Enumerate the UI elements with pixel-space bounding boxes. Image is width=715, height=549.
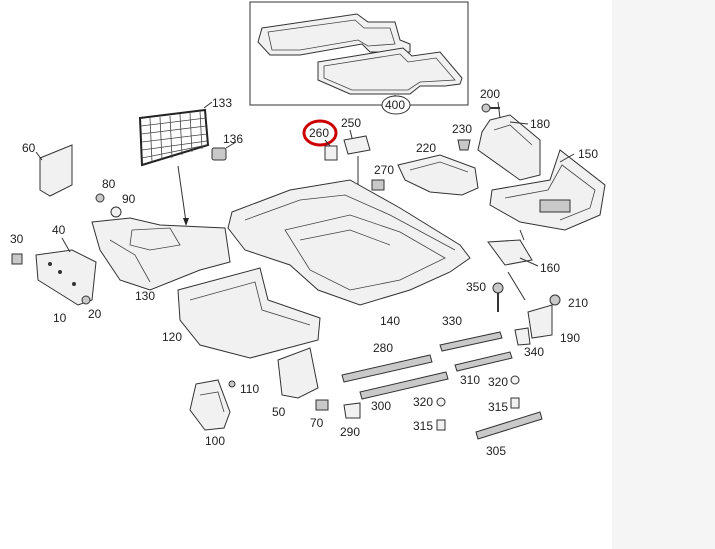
clip-110: 110 bbox=[228, 380, 259, 396]
clip-70: 70 bbox=[310, 399, 329, 430]
clips-320-315-left: 320 315 bbox=[413, 395, 446, 433]
clip-136: 136 bbox=[211, 132, 243, 161]
callout-315-left: 315 bbox=[413, 419, 433, 433]
highlight-ring bbox=[302, 119, 338, 147]
part-260-shape bbox=[324, 145, 338, 161]
callout-10: 10 bbox=[53, 311, 67, 325]
callout-210: 210 bbox=[568, 296, 588, 310]
callout-70: 70 bbox=[310, 416, 324, 430]
bracket-190: 190 bbox=[527, 304, 580, 345]
sill-280: 280 bbox=[341, 341, 433, 383]
fasteners-80-90: 80 90 bbox=[95, 177, 136, 218]
part-260-highlighted: 260 bbox=[302, 119, 338, 161]
panel-60: 60 bbox=[22, 141, 73, 197]
floor-mat-inset: 400 bbox=[249, 1, 469, 115]
callout-290: 290 bbox=[340, 425, 360, 439]
callout-30: 30 bbox=[10, 232, 24, 246]
callout-260: 260 bbox=[309, 126, 329, 140]
callout-200: 200 bbox=[480, 87, 500, 101]
callout-160: 160 bbox=[540, 261, 560, 275]
callout-300: 300 bbox=[371, 399, 391, 413]
panel-50: 50 bbox=[272, 347, 319, 419]
clip-290: 290 bbox=[340, 402, 361, 439]
panel-160: 160 bbox=[487, 229, 560, 275]
callout-340: 340 bbox=[524, 345, 544, 359]
front-floor-mat bbox=[257, 13, 411, 56]
callout-110: 110 bbox=[240, 382, 259, 396]
screw-350: 350 bbox=[466, 271, 526, 312]
callout-270: 270 bbox=[374, 163, 394, 177]
callout-350: 350 bbox=[466, 280, 486, 294]
liner-40: 40 bbox=[35, 223, 97, 306]
callout-320-right: 320 bbox=[488, 375, 508, 389]
sill-330: 330 bbox=[439, 314, 503, 352]
callout-320-left: 320 bbox=[413, 395, 433, 409]
callout-140: 140 bbox=[380, 314, 400, 328]
callout-133: 133 bbox=[212, 96, 232, 110]
callout-100: 100 bbox=[205, 434, 225, 448]
cargo-net: 133 bbox=[138, 96, 232, 226]
callout-190: 190 bbox=[560, 331, 580, 345]
callout-136: 136 bbox=[223, 132, 243, 146]
callout-130: 130 bbox=[135, 289, 155, 303]
nut-210: 210 bbox=[549, 294, 588, 310]
sill-300: 300 bbox=[359, 371, 449, 413]
callout-220: 220 bbox=[416, 141, 436, 155]
callout-80: 80 bbox=[102, 177, 116, 191]
right-margin-band bbox=[612, 0, 715, 549]
callout-90: 90 bbox=[122, 192, 136, 206]
fasteners-10-20: 10 20 bbox=[53, 295, 102, 325]
bolt-200: 200 bbox=[480, 87, 501, 119]
bracket-100: 100 bbox=[189, 379, 231, 448]
callout-315-right: 315 bbox=[488, 400, 508, 414]
panel-130: 130 bbox=[91, 217, 231, 303]
callout-120: 120 bbox=[162, 330, 182, 344]
bottom-blank-area bbox=[0, 462, 612, 549]
callout-180: 180 bbox=[530, 117, 550, 131]
sill-310: 310 bbox=[454, 351, 513, 387]
callout-330: 330 bbox=[442, 314, 462, 328]
callout-250: 250 bbox=[341, 116, 361, 130]
callout-40: 40 bbox=[52, 223, 66, 237]
panel-150: 150 bbox=[489, 147, 606, 231]
clips-320-315-right: 320 315 bbox=[488, 375, 520, 414]
clip-230: 230 bbox=[452, 122, 472, 151]
callout-230: 230 bbox=[452, 122, 472, 136]
main-carpet-140: 140 bbox=[227, 179, 471, 328]
sill-305: 305 bbox=[475, 411, 543, 458]
panel-120: 120 bbox=[162, 267, 321, 359]
callout-305: 305 bbox=[486, 444, 506, 458]
callout-60: 60 bbox=[22, 141, 36, 155]
clip-30: 30 bbox=[10, 232, 24, 265]
clip-340: 340 bbox=[514, 327, 544, 359]
callout-150: 150 bbox=[578, 147, 598, 161]
panel-180: 180 bbox=[477, 114, 550, 181]
part-270: 270 bbox=[371, 163, 394, 191]
callout-50: 50 bbox=[272, 405, 286, 419]
callout-bubble-400 bbox=[381, 95, 411, 115]
callout-20: 20 bbox=[88, 307, 102, 321]
callout-400: 400 bbox=[385, 98, 405, 112]
callout-310: 310 bbox=[460, 373, 480, 387]
panel-220: 220 bbox=[397, 141, 479, 196]
callout-280: 280 bbox=[373, 341, 393, 355]
